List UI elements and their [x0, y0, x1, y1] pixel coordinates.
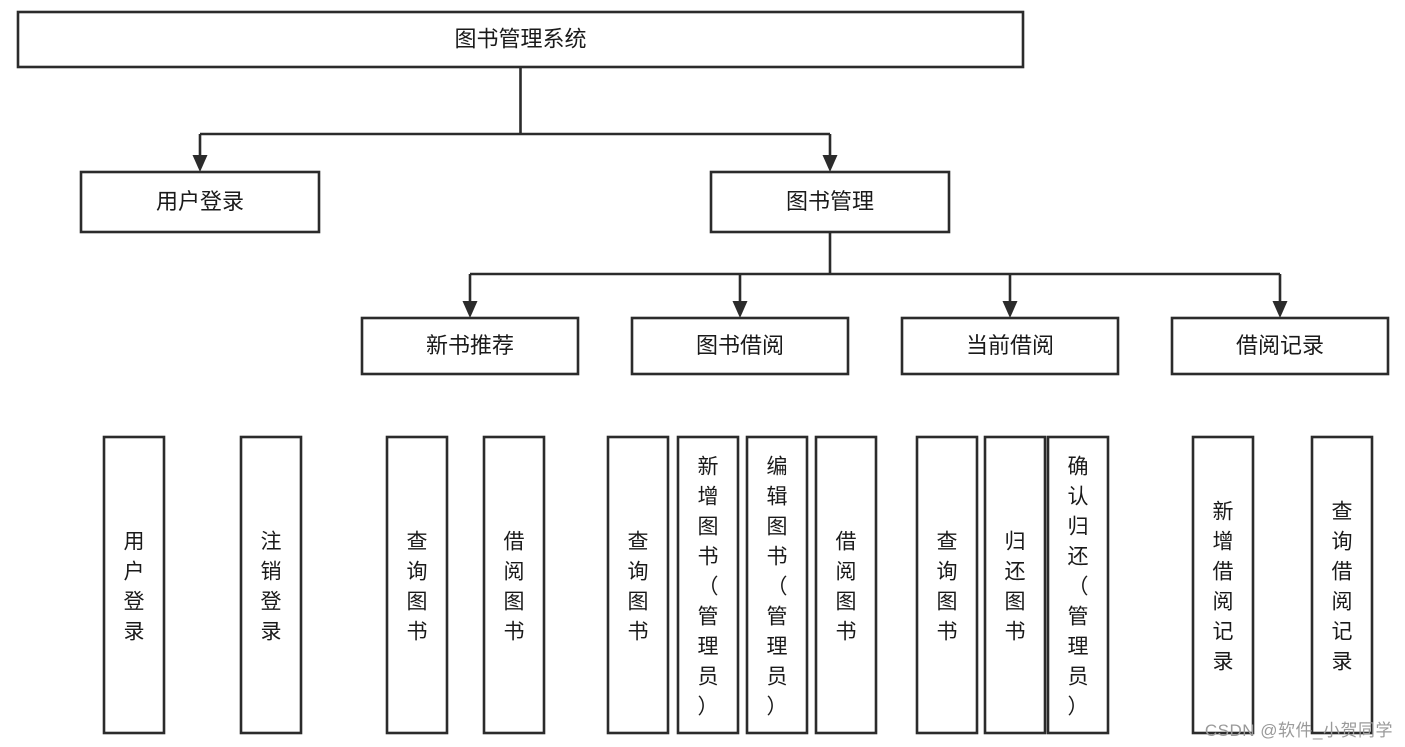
level2-node-box[interactable] — [709, 170, 951, 234]
leaf-node-box[interactable] — [1310, 435, 1374, 735]
leaf-node-label: 编辑图书（管理员） — [767, 455, 788, 718]
level3-node-1[interactable]: 新书推荐 — [360, 316, 580, 376]
level3-node-label: 新书推荐 — [426, 333, 514, 358]
leaf-node-8[interactable]: 借阅图书 — [814, 435, 878, 735]
leaf-node-label: 查询图书 — [407, 530, 428, 643]
leaf-node-label: 查询图书 — [937, 530, 958, 643]
leaf-node-box[interactable] — [1191, 435, 1255, 735]
root-node-label: 图书管理系统 — [454, 26, 586, 51]
level2-node-2[interactable]: 图书管理 — [709, 170, 951, 234]
arrow-head-root-1 — [192, 155, 208, 172]
level2-node-label: 用户登录 — [156, 189, 244, 214]
leaf-node-box[interactable] — [745, 435, 809, 735]
level3-node-label: 图书借阅 — [696, 333, 784, 358]
leaf-node-label: 查询图书 — [628, 530, 649, 643]
arrow-head-l2-4 — [1272, 301, 1288, 318]
leaf-node-1[interactable]: 用户登录 — [102, 435, 166, 735]
level3-node-box[interactable] — [630, 316, 850, 376]
level3-node-3[interactable]: 当前借阅 — [900, 316, 1120, 376]
leaf-node-7[interactable]: 编辑图书（管理员） — [745, 435, 809, 735]
leaf-node-label: 查询借阅记录 — [1332, 500, 1353, 673]
leaf-node-5[interactable]: 查询图书 — [606, 435, 670, 735]
leaf-node-13[interactable]: 查询借阅记录 — [1310, 435, 1374, 735]
node-layer: 图书管理系统用户登录图书管理新书推荐图书借阅当前借阅借阅记录用户登录注销登录查询… — [16, 10, 1390, 735]
leaf-node-box[interactable] — [814, 435, 878, 735]
leaf-node-box[interactable] — [606, 435, 670, 735]
leaf-node-4[interactable]: 借阅图书 — [482, 435, 546, 735]
leaf-node-label: 新增借阅记录 — [1213, 500, 1234, 673]
level2-node-1[interactable]: 用户登录 — [79, 170, 321, 234]
leaf-node-label: 借阅图书 — [504, 530, 525, 643]
leaf-node-box[interactable] — [482, 435, 546, 735]
connector-layer — [192, 67, 1288, 318]
arrow-head-l2-2 — [732, 301, 748, 318]
leaf-node-box[interactable] — [239, 435, 303, 735]
level3-node-box[interactable] — [900, 316, 1120, 376]
level2-node-label: 图书管理 — [786, 189, 874, 214]
leaf-node-box[interactable] — [1046, 435, 1110, 735]
leaf-node-label: 归还图书 — [1005, 530, 1026, 643]
leaf-node-label: 确认归还（管理员） — [1068, 455, 1089, 718]
leaf-node-3[interactable]: 查询图书 — [385, 435, 449, 735]
leaf-node-6[interactable]: 新增图书（管理员） — [676, 435, 740, 735]
arrow-head-root-2 — [822, 155, 838, 172]
leaf-node-label: 用户登录 — [124, 530, 145, 643]
arrow-head-l2-3 — [1002, 301, 1018, 318]
level3-node-box[interactable] — [1170, 316, 1390, 376]
level3-node-box[interactable] — [360, 316, 580, 376]
leaf-node-label: 新增图书（管理员） — [698, 455, 719, 718]
leaf-node-label: 借阅图书 — [836, 530, 857, 643]
leaf-node-10[interactable]: 归还图书 — [983, 435, 1047, 735]
leaf-node-box[interactable] — [385, 435, 449, 735]
root-node-box[interactable] — [16, 10, 1025, 69]
leaf-node-box[interactable] — [983, 435, 1047, 735]
leaf-node-box[interactable] — [102, 435, 166, 735]
level3-node-4[interactable]: 借阅记录 — [1170, 316, 1390, 376]
level3-node-2[interactable]: 图书借阅 — [630, 316, 850, 376]
level2-node-box[interactable] — [79, 170, 321, 234]
arrow-head-l2-1 — [462, 301, 478, 318]
leaf-node-box[interactable] — [676, 435, 740, 735]
level3-node-label: 当前借阅 — [966, 333, 1054, 358]
root-node-1[interactable]: 图书管理系统 — [16, 10, 1025, 69]
leaf-node-box[interactable] — [915, 435, 979, 735]
leaf-node-11[interactable]: 确认归还（管理员） — [1046, 435, 1110, 735]
leaf-node-2[interactable]: 注销登录 — [239, 435, 303, 735]
leaf-node-12[interactable]: 新增借阅记录 — [1191, 435, 1255, 735]
leaf-node-9[interactable]: 查询图书 — [915, 435, 979, 735]
leaf-node-label: 注销登录 — [261, 530, 282, 643]
level3-node-label: 借阅记录 — [1236, 333, 1324, 358]
